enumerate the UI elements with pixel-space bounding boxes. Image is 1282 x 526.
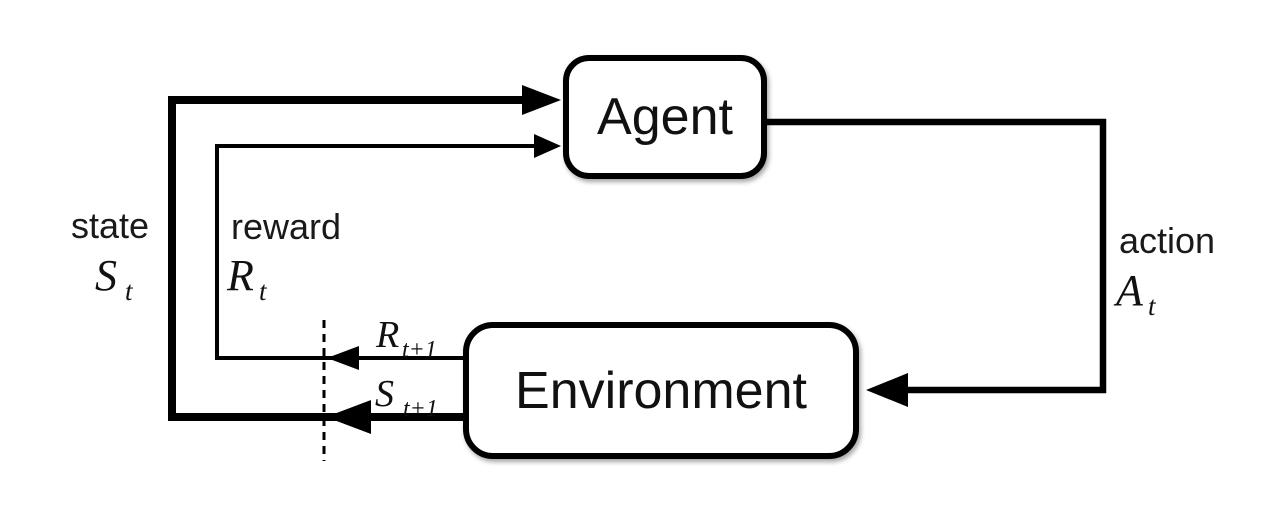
next-state-symbol: S — [375, 373, 394, 415]
agent-node-label: Agent — [597, 88, 733, 146]
action-word-label: action — [1119, 220, 1215, 261]
environment-node-box — [463, 322, 859, 459]
reward-word-label: reward — [231, 206, 341, 247]
next-state-subscript: t+1 — [403, 396, 438, 422]
state-flow-line — [168, 96, 526, 421]
reward-subscript: t — [259, 276, 268, 306]
state-into-agent-arrowhead — [522, 85, 561, 115]
next-reward-subscript: t+1 — [402, 337, 437, 363]
state-subscript: t — [125, 276, 134, 306]
agent-node-box — [563, 55, 767, 179]
next-reward-symbol: R — [375, 314, 399, 356]
reward-into-agent-arrowhead — [534, 134, 561, 158]
reward-symbol: R — [226, 251, 254, 300]
action-symbol: A — [1113, 266, 1144, 315]
environment-node-label: Environment — [515, 362, 807, 420]
state-symbol: S — [95, 251, 117, 300]
next-state-arrowhead — [326, 400, 371, 434]
action-flow-line — [764, 118, 1107, 394]
action-subscript: t — [1148, 291, 1157, 321]
state-word-label: state — [71, 205, 149, 246]
action-into-environment-arrowhead — [866, 373, 908, 407]
next-reward-arrowhead — [327, 346, 359, 370]
